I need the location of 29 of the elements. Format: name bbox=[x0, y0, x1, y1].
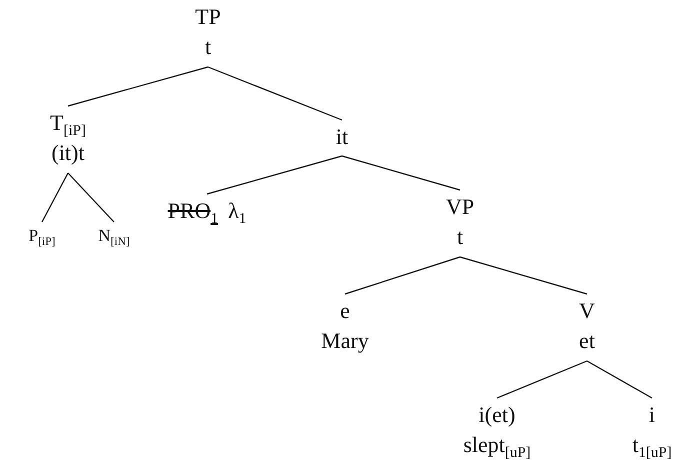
node-label: i bbox=[648, 402, 656, 428]
tree-branch bbox=[344, 256, 460, 295]
node-label: VP bbox=[446, 194, 474, 220]
node-type: Mary bbox=[321, 328, 369, 355]
node-type: t bbox=[456, 224, 464, 251]
node-label: TP bbox=[195, 4, 221, 30]
node-label: e bbox=[340, 298, 350, 324]
tree-branch bbox=[496, 360, 588, 399]
node-label: PRO$_{1}$ bbox=[168, 198, 218, 224]
node-label: V bbox=[579, 298, 595, 324]
tree-branch bbox=[342, 155, 460, 191]
node-type: slept$_{[uP]}$ bbox=[463, 432, 531, 459]
node-type: et bbox=[579, 328, 595, 355]
tree-branch bbox=[41, 172, 69, 222]
tree-branch bbox=[206, 155, 342, 195]
node-type: λ$_{1}$ bbox=[228, 198, 246, 224]
tree-branch bbox=[68, 172, 114, 222]
tree-branch bbox=[208, 66, 342, 121]
node-type: t$_{1[uP]}$ bbox=[632, 432, 672, 459]
node-label: P$_{[iP]}$ bbox=[28, 226, 56, 246]
tree-branch bbox=[460, 256, 588, 295]
node-type: t bbox=[204, 34, 212, 61]
node-label: i(et) bbox=[478, 402, 516, 428]
node-label: T$_{[iP]}$ bbox=[50, 110, 86, 136]
tree-branch bbox=[68, 66, 208, 107]
tree-branch bbox=[586, 360, 652, 399]
node-type: (it)t bbox=[52, 140, 84, 167]
node-label: N$_{[iN]}$ bbox=[98, 226, 130, 246]
node-label: it bbox=[336, 124, 348, 150]
